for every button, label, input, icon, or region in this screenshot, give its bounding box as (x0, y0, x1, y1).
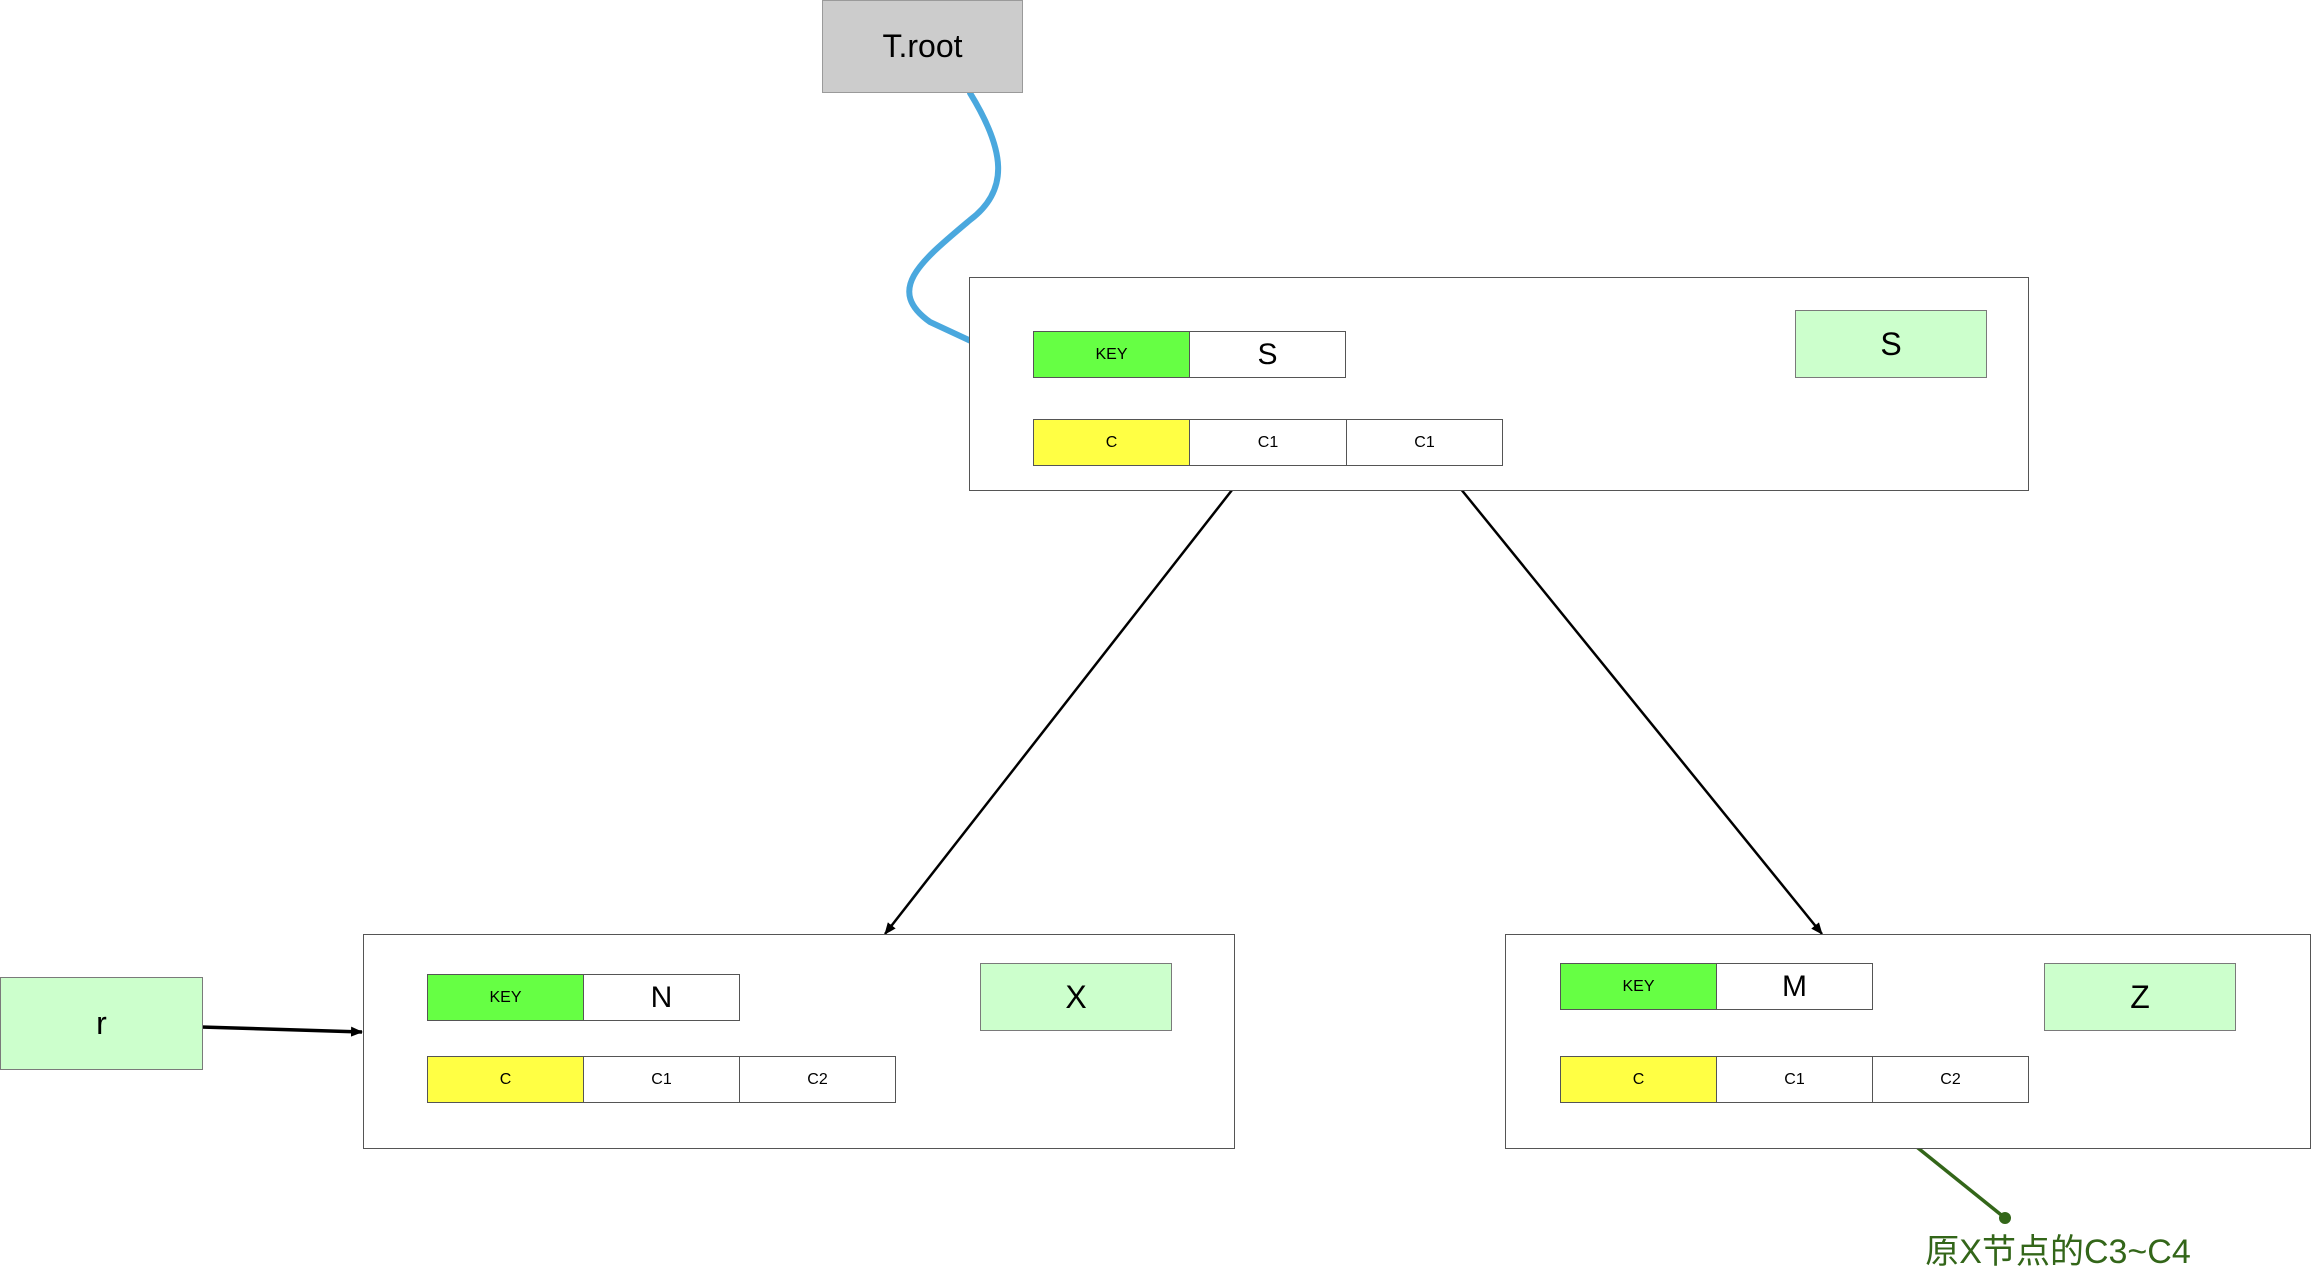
edge-r-to-x (200, 1025, 363, 1037)
annotation-dot (1999, 1212, 2011, 1224)
node-z-child-2: C2 (1872, 1056, 2029, 1103)
node-s-child-label: C (1033, 419, 1190, 466)
pointer-r-box[interactable]: r (0, 977, 203, 1070)
edge-s-to-z (1442, 466, 1823, 935)
node-s-child-2: C1 (1346, 419, 1503, 466)
node-x-child-2: C2 (739, 1056, 896, 1103)
node-z-child-1: C1 (1716, 1056, 1873, 1103)
node-z-key-label: KEY (1560, 963, 1717, 1010)
node-x-child-label: C (427, 1056, 584, 1103)
node-s-key-label: KEY (1033, 331, 1190, 378)
edge-s-to-x (884, 466, 1251, 935)
node-z-tag: Z (2044, 963, 2236, 1031)
node-z-key-value: M (1716, 963, 1873, 1010)
root-link-curve (906, 90, 1002, 345)
node-x-child-1: C1 (583, 1056, 740, 1103)
node-s-tag: S (1795, 310, 1987, 378)
node-x-key-value: N (583, 974, 740, 1021)
node-x-tag: X (980, 963, 1172, 1031)
root-pointer-box[interactable]: T.root (822, 0, 1023, 93)
node-z-child-label: C (1560, 1056, 1717, 1103)
annotation-text: 原X节点的C3~C4 (1925, 1232, 2191, 1271)
node-x-key-label: KEY (427, 974, 584, 1021)
node-s-key-value: S (1189, 331, 1346, 378)
node-s-child-1: C1 (1189, 419, 1347, 466)
